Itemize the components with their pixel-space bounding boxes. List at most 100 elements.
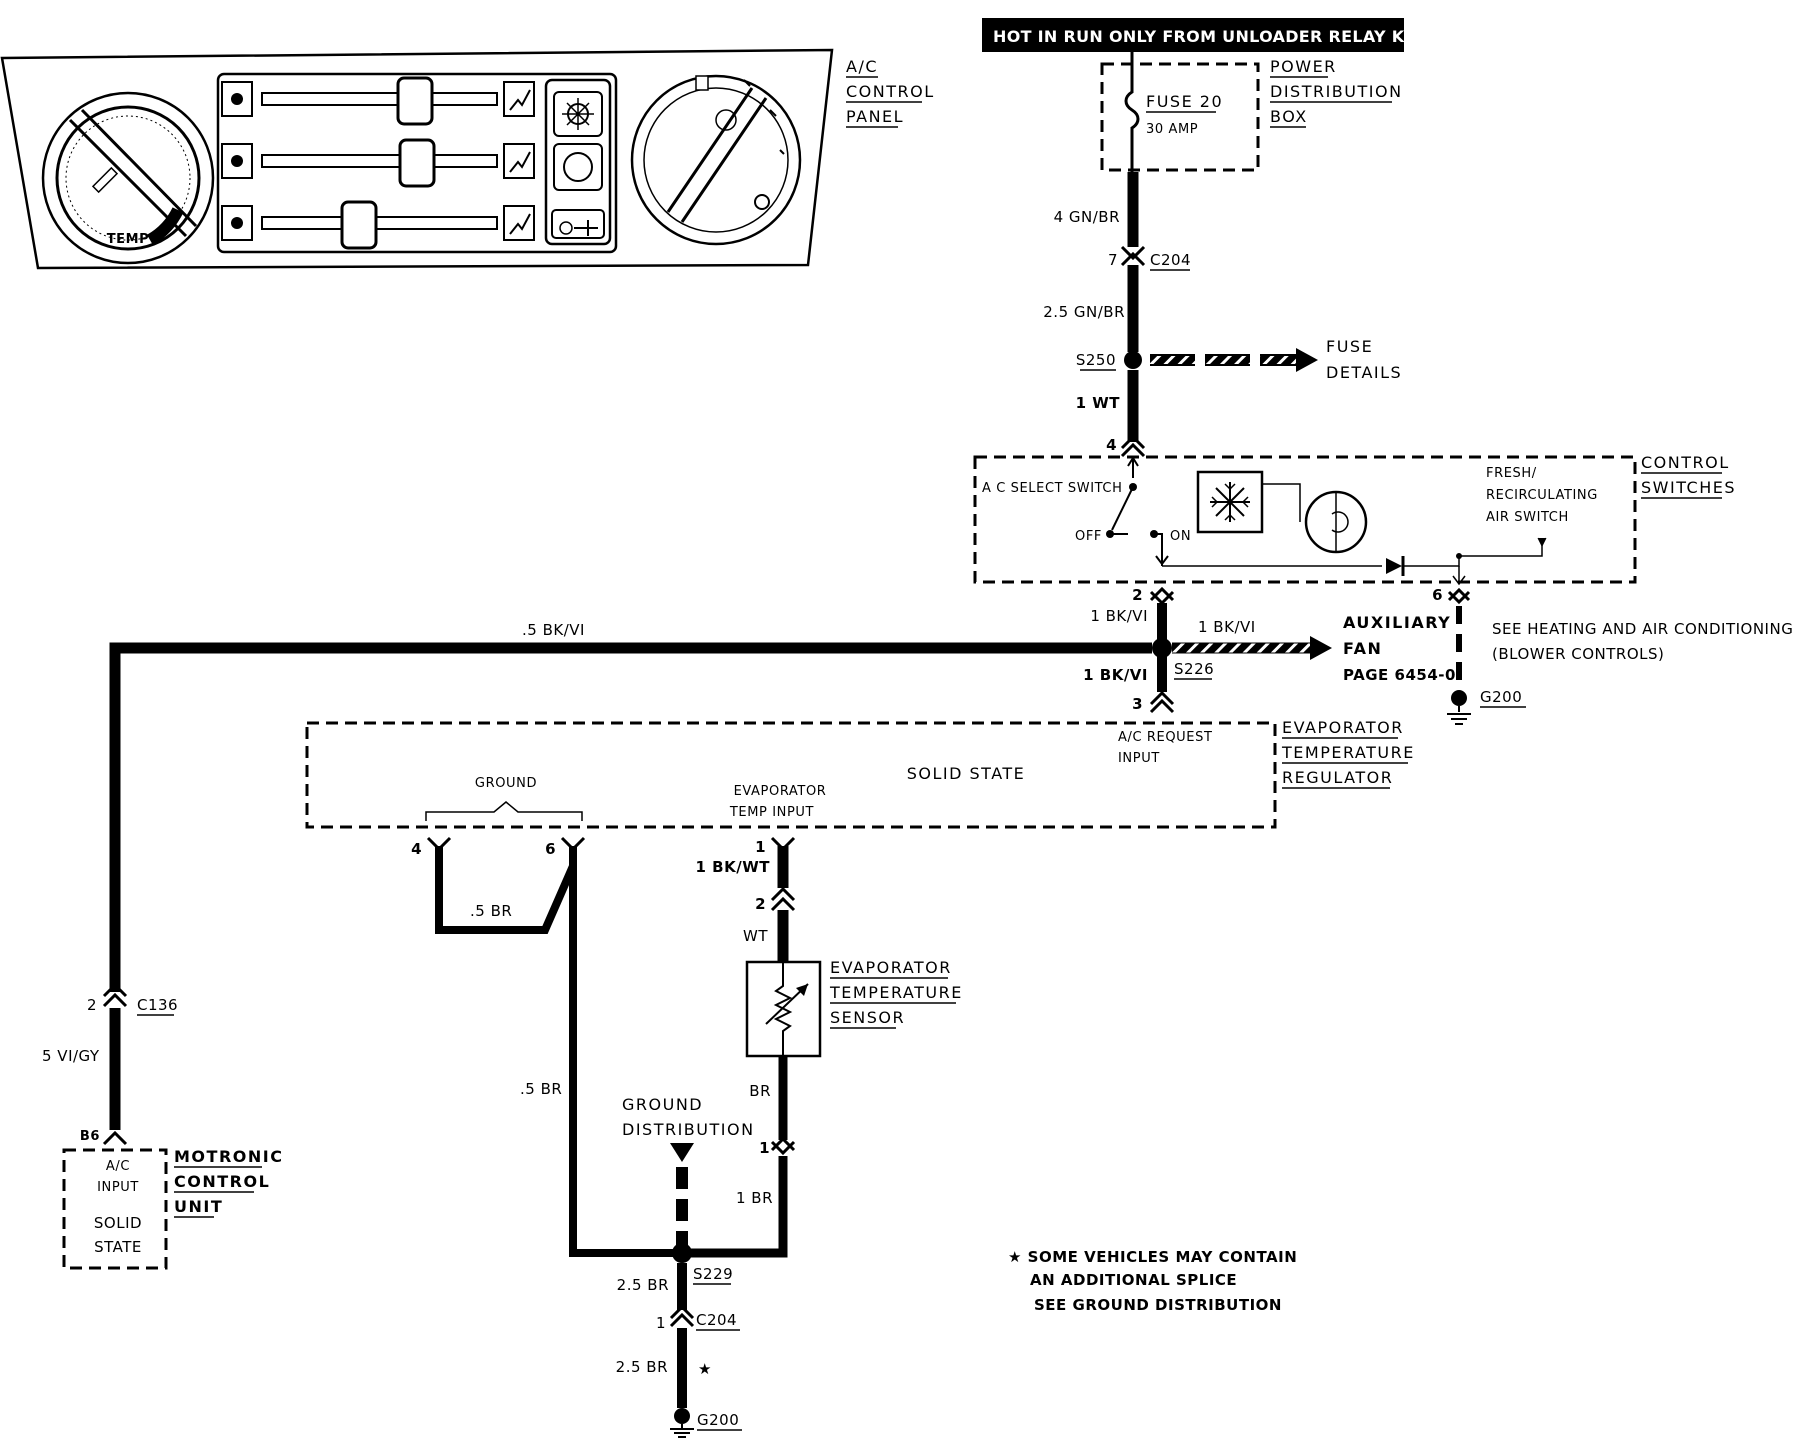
svg-text:CONTROL: CONTROL bbox=[1641, 453, 1730, 472]
defrost-button-icon bbox=[551, 209, 605, 239]
svg-text:1 BR: 1 BR bbox=[736, 1189, 773, 1207]
svg-text:(BLOWER CONTROLS): (BLOWER CONTROLS) bbox=[1492, 645, 1664, 663]
svg-text:7: 7 bbox=[1108, 251, 1118, 269]
svg-text:4: 4 bbox=[411, 840, 422, 858]
svg-text:SOLID STATE: SOLID STATE bbox=[907, 764, 1026, 783]
svg-text:6: 6 bbox=[545, 840, 556, 858]
svg-text:2.5 GN/BR: 2.5 GN/BR bbox=[1043, 303, 1125, 321]
evaporator-temperature-regulator: SOLID STATE A/C REQUEST INPUT GROUND EVA… bbox=[305, 718, 1415, 829]
svg-text:EVAPORATOR: EVAPORATOR bbox=[734, 784, 827, 799]
svg-text:TEMP INPUT: TEMP INPUT bbox=[729, 805, 814, 820]
svg-text:C204: C204 bbox=[696, 1311, 737, 1329]
svg-text:1 BK/VI: 1 BK/VI bbox=[1090, 607, 1148, 625]
bk-vi-wire-to-motronic: .5 BK/VI 2 C136 5 VI/GY B6 bbox=[42, 621, 1152, 1146]
svg-text:2: 2 bbox=[1132, 586, 1143, 604]
slider-knob-3 bbox=[340, 200, 378, 250]
svg-text:ON: ON bbox=[1170, 529, 1191, 544]
svg-text:.5 BR: .5 BR bbox=[520, 1080, 562, 1098]
svg-text:S250: S250 bbox=[1076, 351, 1116, 369]
svg-text:2: 2 bbox=[87, 996, 97, 1014]
svg-text:AUXILIARY: AUXILIARY bbox=[1343, 613, 1451, 632]
svg-text:30 AMP: 30 AMP bbox=[1146, 122, 1198, 137]
footnote-additional-splice: ★ SOME VEHICLES MAY CONTAIN AN ADDITIONA… bbox=[1008, 1248, 1297, 1314]
svg-text:SENSOR: SENSOR bbox=[830, 1008, 905, 1027]
svg-text:★: ★ bbox=[698, 1360, 712, 1378]
fuse-details-label: FUSE DETAILS bbox=[1326, 337, 1402, 382]
svg-text:G200: G200 bbox=[1480, 688, 1522, 706]
svg-text:MOTRONIC: MOTRONIC bbox=[174, 1147, 283, 1166]
svg-text:A/C: A/C bbox=[846, 57, 878, 76]
svg-text:SOLID: SOLID bbox=[94, 1214, 142, 1232]
slider-knob-2 bbox=[398, 138, 436, 188]
svg-text:2: 2 bbox=[755, 895, 766, 913]
svg-text:1 WT: 1 WT bbox=[1076, 394, 1121, 412]
svg-text:S229: S229 bbox=[693, 1265, 733, 1283]
svg-text:GROUND: GROUND bbox=[475, 776, 537, 791]
svg-text:GROUND: GROUND bbox=[622, 1095, 703, 1114]
svg-text:A C SELECT SWITCH: A C SELECT SWITCH bbox=[982, 481, 1122, 496]
svg-text:EVAPORATOR: EVAPORATOR bbox=[1282, 718, 1404, 737]
svg-text:SEE GROUND DISTRIBUTION: SEE GROUND DISTRIBUTION bbox=[1034, 1296, 1282, 1314]
slider-block bbox=[216, 72, 618, 254]
svg-text:EVAPORATOR: EVAPORATOR bbox=[830, 958, 952, 977]
svg-text:C204: C204 bbox=[1150, 251, 1191, 269]
svg-text:A/C REQUEST: A/C REQUEST bbox=[1118, 730, 1212, 745]
evaporator-sensor-wire: 1 1 BK/WT 2 WT bbox=[696, 836, 796, 962]
air-distribution-knob bbox=[630, 74, 802, 246]
svg-text:5 VI/GY: 5 VI/GY bbox=[42, 1047, 100, 1065]
svg-text:REGULATOR: REGULATOR bbox=[1282, 768, 1393, 787]
svg-text:.5 BK/VI: .5 BK/VI bbox=[522, 621, 585, 639]
temperature-knob: TEMP bbox=[41, 91, 215, 265]
svg-text:SWITCHES: SWITCHES bbox=[1641, 478, 1736, 497]
svg-text:PANEL: PANEL bbox=[846, 107, 904, 126]
svg-text:6: 6 bbox=[1432, 586, 1443, 604]
svg-text:DISTRIBUTION: DISTRIBUTION bbox=[622, 1120, 755, 1139]
see-heating-note: SEE HEATING AND AIR CONDITIONING (BLOWER… bbox=[1492, 620, 1793, 663]
svg-text:TEMPERATURE: TEMPERATURE bbox=[1281, 743, 1415, 762]
svg-text:OFF: OFF bbox=[1075, 529, 1102, 544]
hot-in-run-banner: HOT IN RUN ONLY FROM UNLOADER RELAY K7 bbox=[982, 18, 1416, 52]
svg-text:2.5 BR: 2.5 BR bbox=[616, 1358, 668, 1376]
ground-distribution: GROUND DISTRIBUTION S229 2.5 BR 1 C204 2… bbox=[616, 1095, 755, 1438]
power-feed-wire: 4 GN/BR 7 C204 2.5 GN/BR S250 FUSE DETAI… bbox=[1043, 172, 1402, 458]
svg-text:B6: B6 bbox=[80, 1129, 100, 1144]
splice-s250: S250 bbox=[1076, 351, 1142, 371]
slider-knob-1 bbox=[396, 76, 434, 126]
svg-text:INPUT: INPUT bbox=[97, 1180, 139, 1195]
ac-select-switch: A C SELECT SWITCH OFF ON bbox=[982, 456, 1191, 566]
sensor-ground-wire: BR 1 1 BR bbox=[679, 1056, 796, 1258]
auxiliary-fan-label: AUXILIARY FAN PAGE 6454-0 bbox=[1343, 613, 1456, 684]
svg-text:INPUT: INPUT bbox=[1118, 751, 1160, 766]
svg-text:BOX: BOX bbox=[1270, 107, 1308, 126]
svg-text:1 BK/WT: 1 BK/WT bbox=[696, 858, 771, 876]
svg-text:1: 1 bbox=[656, 1314, 666, 1332]
control-switches-box: A C SELECT SWITCH OFF ON FRESH/ R bbox=[973, 453, 1736, 586]
svg-text:DETAILS: DETAILS bbox=[1326, 363, 1402, 382]
fuse-details-wire bbox=[1150, 348, 1318, 372]
ac-control-panel-title: A/C CONTROL PANEL bbox=[846, 57, 933, 128]
control-switches-title: CONTROL SWITCHES bbox=[1641, 453, 1736, 499]
svg-text:SEE HEATING AND AIR CONDITIONI: SEE HEATING AND AIR CONDITIONING bbox=[1492, 620, 1793, 638]
power-distribution-box: FUSE 20 30 AMP POWER DISTRIBUTION BOX bbox=[1100, 52, 1403, 172]
svg-text:FRESH/: FRESH/ bbox=[1486, 466, 1537, 481]
svg-text:PAGE 6454-0: PAGE 6454-0 bbox=[1343, 666, 1456, 684]
evaporator-temperature-sensor: EVAPORATOR TEMPERATURE SENSOR bbox=[745, 958, 961, 1058]
svg-text:CONTROL: CONTROL bbox=[174, 1172, 270, 1191]
motronic-control-unit: A/C INPUT SOLID STATE MOTRONIC CONTROL U… bbox=[62, 1147, 283, 1270]
svg-text:4: 4 bbox=[1106, 436, 1117, 454]
blower-ground-wire: 6 G200 bbox=[1432, 586, 1526, 725]
svg-text:2.5 BR: 2.5 BR bbox=[617, 1276, 669, 1294]
svg-text:S226: S226 bbox=[1174, 660, 1214, 678]
regulator-ground-wires: 4 6 .5 BR .5 BR bbox=[411, 836, 679, 1257]
fuse-20: FUSE 20 30 AMP bbox=[1124, 52, 1222, 172]
connector-c204-top: 7 C204 bbox=[1108, 245, 1191, 271]
ac-control-panel: TEMP bbox=[0, 48, 933, 270]
svg-text:DISTRIBUTION: DISTRIBUTION bbox=[1270, 82, 1403, 101]
svg-text:AIR SWITCH: AIR SWITCH bbox=[1486, 510, 1569, 525]
svg-text:1 BK/VI: 1 BK/VI bbox=[1198, 618, 1256, 636]
svg-text:AN ADDITIONAL SPLICE: AN ADDITIONAL SPLICE bbox=[1030, 1271, 1237, 1289]
s226-junction: 2 1 BK/VI 1 BK/VI S226 3 1 BK/VI bbox=[1083, 586, 1332, 714]
svg-text:1 BK/VI: 1 BK/VI bbox=[1083, 666, 1148, 684]
svg-text:.5 BR: .5 BR bbox=[470, 902, 512, 920]
